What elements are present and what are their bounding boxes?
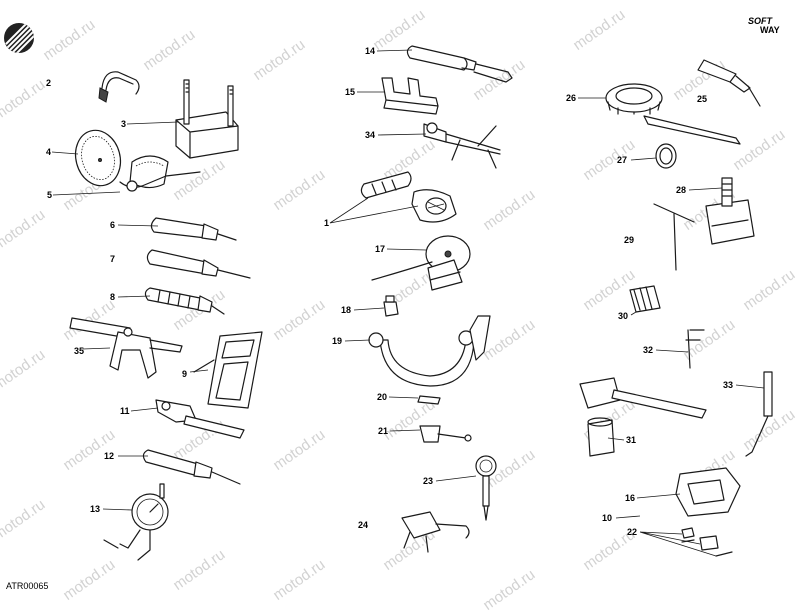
callout-26: 26	[566, 93, 577, 103]
tool-14-drift	[406, 45, 513, 83]
callout-29: 29	[624, 235, 635, 245]
callout-17: 17	[375, 244, 386, 254]
tool-26-ring-nut	[605, 83, 663, 115]
striped-circle-logo	[4, 23, 34, 53]
tool-5-protractor	[119, 155, 201, 192]
tool-24-puller-block	[401, 511, 470, 553]
tool-1-bearing-tool	[360, 171, 457, 223]
callout-21: 21	[378, 426, 389, 436]
callout-1: 1	[324, 218, 330, 228]
callout-35: 35	[74, 346, 85, 356]
tool-11-spanner	[155, 399, 245, 439]
tool-3-stud-fixture	[175, 79, 239, 159]
tool-4-degree-disc	[74, 129, 122, 187]
tool-33-hook-rod	[745, 371, 773, 457]
callout-20: 20	[377, 392, 388, 402]
tool-34-shaft-bar	[423, 122, 501, 169]
tool-7-puller	[146, 249, 251, 279]
leader-lines	[51, 49, 765, 557]
tool-32-l-key	[685, 329, 705, 369]
tool-28-holder	[705, 177, 755, 245]
callout-4: 4	[46, 147, 52, 157]
tool-8-puller	[144, 287, 225, 315]
tool-drawings	[51, 45, 773, 561]
tool-23-bore-gauge	[475, 455, 497, 521]
callout-19: 19	[332, 336, 343, 346]
callout-24: 24	[358, 520, 369, 530]
softway-logo-bottom: WAY	[760, 25, 780, 35]
tool-17-flywheel-puller	[371, 235, 471, 291]
callout-12: 12	[104, 451, 115, 461]
tool-27-sleeve	[655, 143, 677, 169]
callout-28: 28	[676, 185, 687, 195]
tool-13-dial-indicator	[103, 483, 169, 561]
callout-5: 5	[47, 190, 53, 200]
callout-10: 10	[602, 513, 613, 523]
callout-15: 15	[345, 87, 356, 97]
callout-14: 14	[365, 46, 376, 56]
callout-32: 32	[643, 345, 654, 355]
softway-logo: SOFT WAY	[748, 17, 780, 35]
callout-30: 30	[618, 311, 629, 321]
tool-30-knurled-sleeve	[629, 285, 661, 313]
tool-35-bracket	[69, 317, 183, 379]
document-code: ATR00065	[6, 581, 49, 591]
softway-logo-top: SOFT	[748, 16, 772, 26]
tool-diagram: motod.ru motod.ru motod.ru motod.ru moto…	[0, 6, 798, 614]
tool-29-t-bar	[653, 203, 695, 271]
callout-7: 7	[110, 254, 116, 264]
tool-6-puller	[150, 217, 237, 241]
tool-9-meter	[193, 331, 263, 409]
callout-13: 13	[90, 504, 101, 514]
tool-21-gauge	[419, 425, 472, 443]
tool-25-t-handle	[643, 59, 761, 145]
tool-22-bits	[681, 527, 733, 557]
callout-16: 16	[625, 493, 636, 503]
tool-19-c-clamp	[368, 315, 491, 387]
callout-6: 6	[110, 220, 116, 230]
tool-2-bent-rod	[98, 71, 140, 103]
tool-31-spanner-socket	[579, 377, 707, 457]
callout-22: 22	[627, 527, 638, 537]
callout-11: 11	[120, 406, 130, 416]
tool-18-nut	[383, 295, 399, 317]
tool-16-housing	[675, 467, 741, 517]
callout-3: 3	[121, 119, 127, 129]
callout-33: 33	[723, 380, 734, 390]
callout-23: 23	[423, 476, 434, 486]
callout-9: 9	[182, 369, 188, 379]
callout-2: 2	[46, 78, 52, 88]
callout-18: 18	[341, 305, 352, 315]
tool-15-fork-plate	[381, 77, 439, 115]
callout-8: 8	[110, 292, 116, 302]
callout-31: 31	[626, 435, 637, 445]
tool-12-puller	[142, 449, 241, 485]
callout-34: 34	[365, 130, 376, 140]
tool-20-pin	[417, 395, 441, 405]
callout-27: 27	[617, 155, 628, 165]
callout-25: 25	[697, 94, 708, 104]
